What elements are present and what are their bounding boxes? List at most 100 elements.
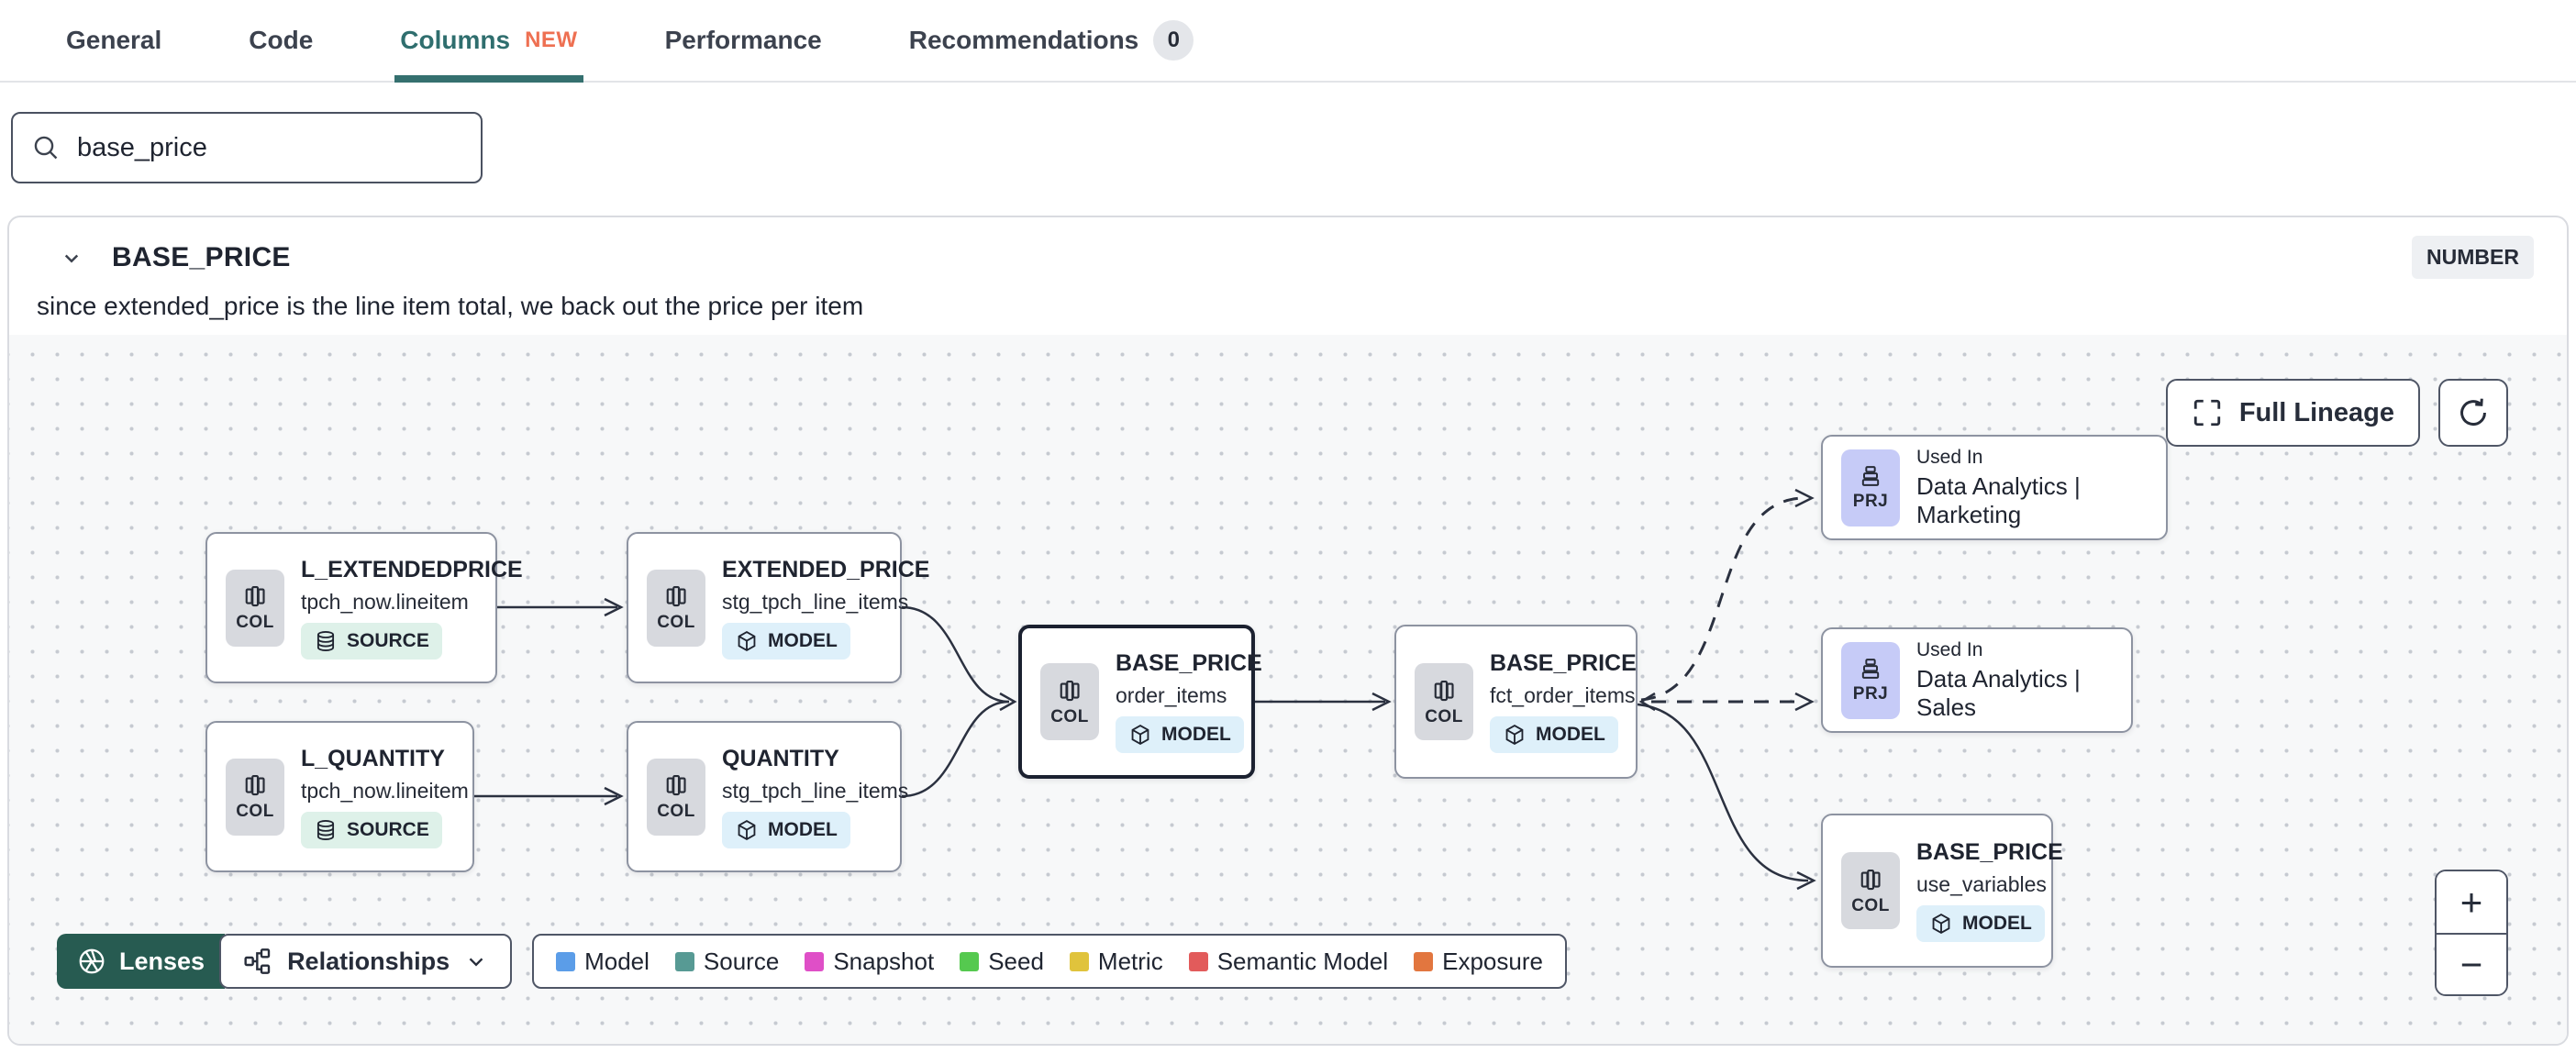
prj-label: PRJ [1852,684,1889,704]
col-label: COL [657,802,695,821]
col-label: COL [236,613,274,632]
tab-label: Recommendations [908,26,1139,54]
column-name: BASE_PRICE [112,241,291,272]
refresh-icon [2460,398,2486,426]
recommendations-count-badge: 0 [1153,20,1194,61]
legend-item-snapshot: Snapshot [805,948,934,976]
project-stack-icon [1861,659,1880,679]
tab-code[interactable]: Code [249,0,313,81]
source-swatch [674,951,694,971]
canvas-bottom-bar: Lenses Relationships Model [57,934,1567,989]
node-subtitle: tpch_now.lineitem [301,778,469,803]
legend-label: Exposure [1442,947,1543,975]
column-icon [1434,680,1454,701]
badge-label: SOURCE [347,818,429,840]
seed-swatch [960,951,980,971]
relationships-label: Relationships [287,947,450,975]
refresh-button[interactable] [2438,379,2508,447]
model-cube-icon [1505,724,1524,746]
lineage-node-l-extendedprice[interactable]: COL L_EXTENDEDPRICE tpch_now.lineitem SO… [205,532,523,683]
lineage-node-used-in-sales[interactable]: PRJ Used In Data Analytics | Sales [1821,627,2133,733]
resource-type-badge: SOURCE [301,811,442,848]
node-subtitle: use_variables [1916,872,2047,896]
column-kind-badge: COL [1040,663,1099,740]
exposure-swatch [1414,951,1434,971]
column-icon [666,585,686,607]
node-title: QUANTITY [722,745,839,771]
chevron-down-icon [64,254,79,263]
col-label: COL [1050,706,1089,726]
resource-type-badge: MODEL [1916,905,2045,942]
tab-bar: General Code Columns NEW Performance Rec… [0,0,2576,83]
tab-recommendations[interactable]: Recommendations 0 [909,0,1194,81]
model-cube-icon [738,819,756,840]
lineage-node-extended-price[interactable]: COL EXTENDED_PRICE stg_tpch_line_items M… [627,532,929,683]
badge-label: MODEL [1962,913,2032,934]
node-title: BASE_PRICE [1116,650,1262,676]
badge-label: SOURCE [347,629,429,651]
model-cube-icon [738,630,756,651]
tab-performance[interactable]: Performance [665,0,822,81]
column-type-badge: NUMBER [2412,236,2534,279]
column-kind-badge: COL [1841,852,1900,929]
legend-item-model: Model [556,948,650,976]
lenses-button[interactable]: Lenses [57,934,226,989]
column-icon [245,774,265,796]
node-title: EXTENDED_PRICE [722,556,930,582]
lineage-edges [474,488,1816,891]
node-title: Data Analytics | Sales [1916,664,2081,721]
search-input[interactable] [77,132,462,163]
legend-label: Snapshot [833,947,935,975]
column-kind-badge: COL [1415,663,1473,740]
legend-item-exposure: Exposure [1414,948,1543,976]
column-kind-badge: COL [647,569,705,647]
zoom-control: + − [2435,870,2508,996]
search-box[interactable] [11,112,483,183]
metric-swatch [1069,951,1089,971]
lineage-node-base-price-fct-order-items[interactable]: COL BASE_PRICE fct_order_items MODEL [1394,625,1638,779]
node-subtitle: tpch_now.lineitem [301,589,469,614]
badge-label: MODEL [768,629,838,651]
legend-label: Metric [1097,947,1163,975]
tab-label: Columns [400,26,511,54]
project-kind-badge: PRJ [1841,449,1900,526]
relationships-dropdown[interactable]: Relationships [219,934,513,989]
column-icon [1860,869,1881,890]
lineage-canvas[interactable]: COL L_EXTENDEDPRICE tpch_now.lineitem SO… [9,335,2567,1044]
badge-label: MODEL [1536,724,1605,745]
lineage-node-l-quantity[interactable]: COL L_QUANTITY tpch_now.lineitem SOURCE [205,721,474,872]
lenses-aperture-icon [79,948,105,974]
semantic-model-swatch [1188,951,1208,971]
database-icon [316,630,335,651]
tab-label: Code [249,26,314,54]
resource-type-badge: MODEL [722,622,850,660]
chevron-down-icon [469,958,483,967]
col-label: COL [1851,895,1890,915]
column-card-header: BASE_PRICE NUMBER since extended_price i… [9,217,2567,321]
zoom-out-button[interactable]: − [2437,933,2506,994]
full-lineage-button[interactable]: Full Lineage [2165,379,2420,447]
relationships-graph-icon [244,948,271,974]
resource-type-badge: MODEL [722,811,850,848]
collapse-chevron-button[interactable] [51,238,92,278]
tab-general[interactable]: General [66,0,161,81]
node-title: BASE_PRICE [1490,650,1637,676]
legend-item-seed: Seed [960,948,1044,976]
lineage-node-base-price-use-variables[interactable]: COL BASE_PRICE use_variables MODEL [1821,814,2063,968]
node-subtitle: stg_tpch_line_items [722,778,909,803]
search-icon [34,136,58,160]
lineage-node-used-in-marketing[interactable]: PRJ Used In Data Analytics | Marketing [1821,435,2168,540]
column-kind-badge: COL [226,569,284,647]
lineage-node-base-price-order-items[interactable]: COL BASE_PRICE order_items MODEL [1018,625,1262,779]
node-title: BASE_PRICE [1916,839,2063,865]
legend-item-metric: Metric [1069,947,1163,976]
badge-label: MODEL [1161,724,1231,745]
lineage-node-quantity[interactable]: COL QUANTITY stg_tpch_line_items MODEL [627,721,908,872]
col-label: COL [236,802,274,821]
prj-label: PRJ [1852,492,1889,511]
zoom-in-button[interactable]: + [2437,871,2506,933]
node-type-legend: Model Source Snapshot Seed Metric [532,934,1567,989]
model-swatch [556,951,576,971]
tab-columns[interactable]: Columns NEW [394,0,583,83]
legend-label: Source [703,947,780,975]
